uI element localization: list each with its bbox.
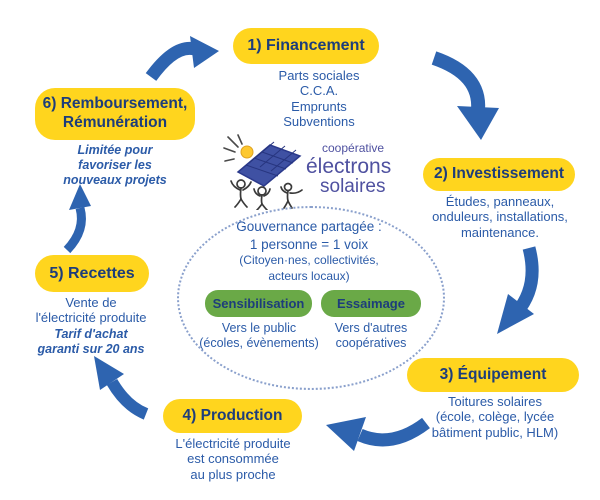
arrow-recettes-to-remboursement-icon [63,184,91,254]
stage-desc-production: L'électricité produite est consommée au … [175,436,291,482]
cooperative-logo: coopérative électrons solaires [222,134,402,212]
governance-members: (Citoyen·nes, collectivités, acteurs loc… [239,253,379,283]
governance-text: Gouvernance partagée : 1 personne = 1 vo… [185,218,433,284]
stage-desc-equipement: Toitures solaires (école, colège, lycée … [431,394,559,440]
logo-line-electrons: électrons [306,155,392,178]
stage-pill-remboursement: 6) Remboursement, Rémunération [35,88,195,140]
action-desc-sensibilisation: Vers le public (écoles, évènements) [199,321,319,350]
action-desc-essaimage: Vers d'autres coopératives [334,321,408,350]
stage-label: 4) Production [182,406,283,424]
action-label: Sensibilisation [212,296,305,311]
solar-panel-people-icon [223,134,303,210]
arrow-remboursement-to-financement-icon [145,36,219,81]
action-label: Essaimage [337,296,405,311]
stage-pill-production: 4) Production [163,399,302,433]
stage-pill-recettes: 5) Recettes [35,255,149,292]
stage-label: 2) Investissement [433,165,565,183]
stage-label: 5) Recettes [49,264,135,282]
stage-desc-financement: Parts sociales C.C.A. Emprunts Subventio… [278,68,360,129]
stage-pill-financement: 1) Financement [233,28,379,64]
arrow-equipement-to-production-icon [326,417,430,451]
stage-pill-equipement: 3) Équipement [407,358,579,392]
stage-label: 3) Équipement [439,365,547,383]
stage-desc-recettes: Vente de l'électricité produite [35,295,147,326]
stage-label: 6) Remboursement, Rémunération [42,95,188,131]
stage-label: 1) Financement [247,37,365,55]
logo-text: coopérative électrons solaires [306,142,391,196]
action-pill-essaimage: Essaimage [321,290,421,317]
arrow-production-to-recettes-icon [94,356,149,420]
arrow-financement-to-investissement-icon [431,51,499,140]
stage-note-remboursement: Limitée pour favoriser les nouveaux proj… [63,143,167,187]
governance-title: Gouvernance partagée : [236,219,382,234]
action-pill-sensibilisation: Sensibilisation [205,290,312,317]
stage-desc-investissement: Études, panneaux, onduleurs, installatio… [432,194,568,240]
stage-note-recettes: Tarif d'achat garanti sur 20 ans [37,327,145,356]
arrow-investissement-to-equipement-icon [497,246,539,334]
stage-pill-investissement: 2) Investissement [423,158,575,191]
logo-line-solaires: solaires [320,176,386,197]
governance-rule: 1 personne = 1 voix [249,236,369,252]
logo-line-cooperative: coopérative [322,141,385,155]
governance-ellipse [177,206,445,390]
